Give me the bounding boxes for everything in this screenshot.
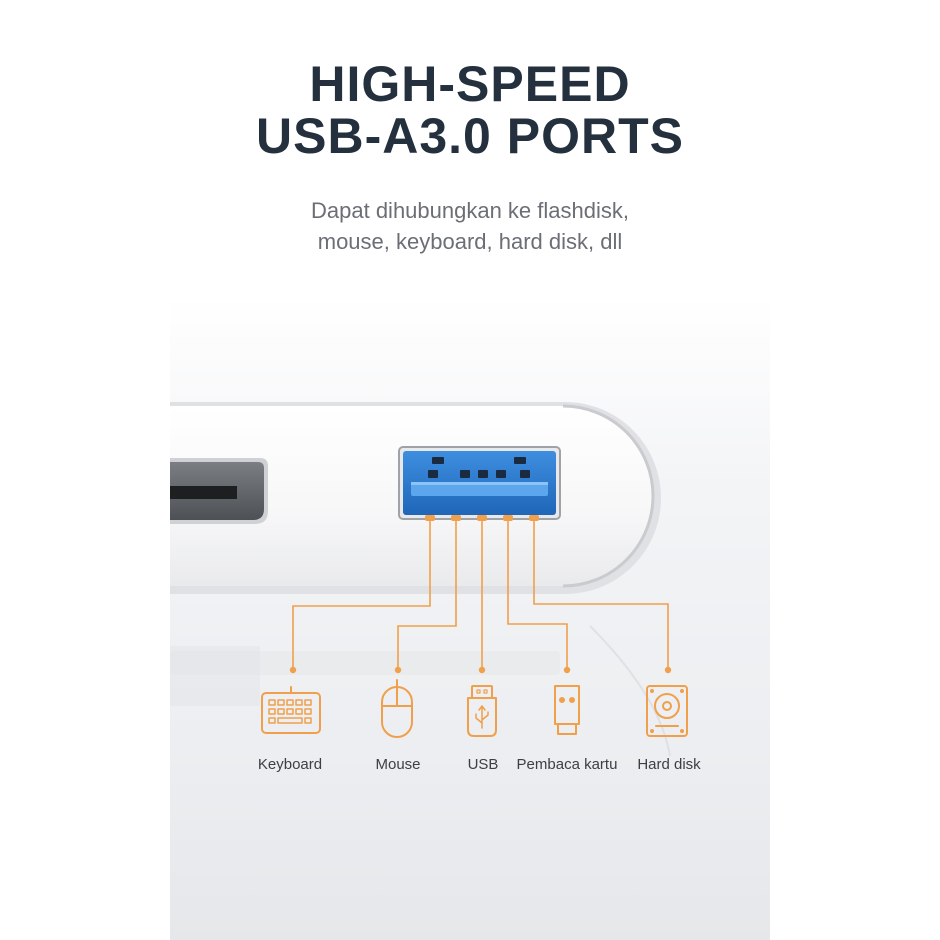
device-label-mouse: Mouse xyxy=(375,756,421,773)
title-line-2: USB-A3.0 PORTS xyxy=(256,108,684,164)
line-mouse xyxy=(397,518,457,669)
device-label-card-reader: Pembaca kartu xyxy=(516,756,618,773)
hdmi-slot xyxy=(170,486,237,499)
keyboard-icon xyxy=(261,686,321,734)
usb-hub-illustration xyxy=(170,402,688,757)
page-title: HIGH-SPEED USB-A3.0 PORTS xyxy=(0,58,940,162)
device-reflection-left xyxy=(170,646,260,706)
device-label-usb: USB xyxy=(467,756,499,773)
usb-a-tongue xyxy=(411,482,548,496)
mouse-icon xyxy=(381,679,413,738)
connection-dots xyxy=(289,515,672,674)
card-reader-icon xyxy=(554,685,580,735)
device-label-keyboard: Keyboard xyxy=(257,756,323,773)
hard-disk-icon xyxy=(646,685,688,737)
product-photo-panel xyxy=(170,296,770,940)
line-card-reader xyxy=(507,518,568,669)
page-subtitle: Dapat dihubungkan ke flashdisk, mouse, k… xyxy=(0,195,940,257)
subtitle-line-1: Dapat dihubungkan ke flashdisk, xyxy=(311,198,629,223)
connection-lines xyxy=(292,518,669,669)
line-keyboard xyxy=(292,518,431,669)
line-hard-disk xyxy=(533,518,669,669)
subtitle-line-2: mouse, keyboard, hard disk, dll xyxy=(317,229,623,254)
usb-a-pins xyxy=(428,457,530,478)
device-reflection xyxy=(170,651,560,675)
usb-drive-icon xyxy=(467,685,497,737)
device-label-hard-disk: Hard disk xyxy=(637,756,701,773)
title-line-1: HIGH-SPEED xyxy=(309,56,631,112)
